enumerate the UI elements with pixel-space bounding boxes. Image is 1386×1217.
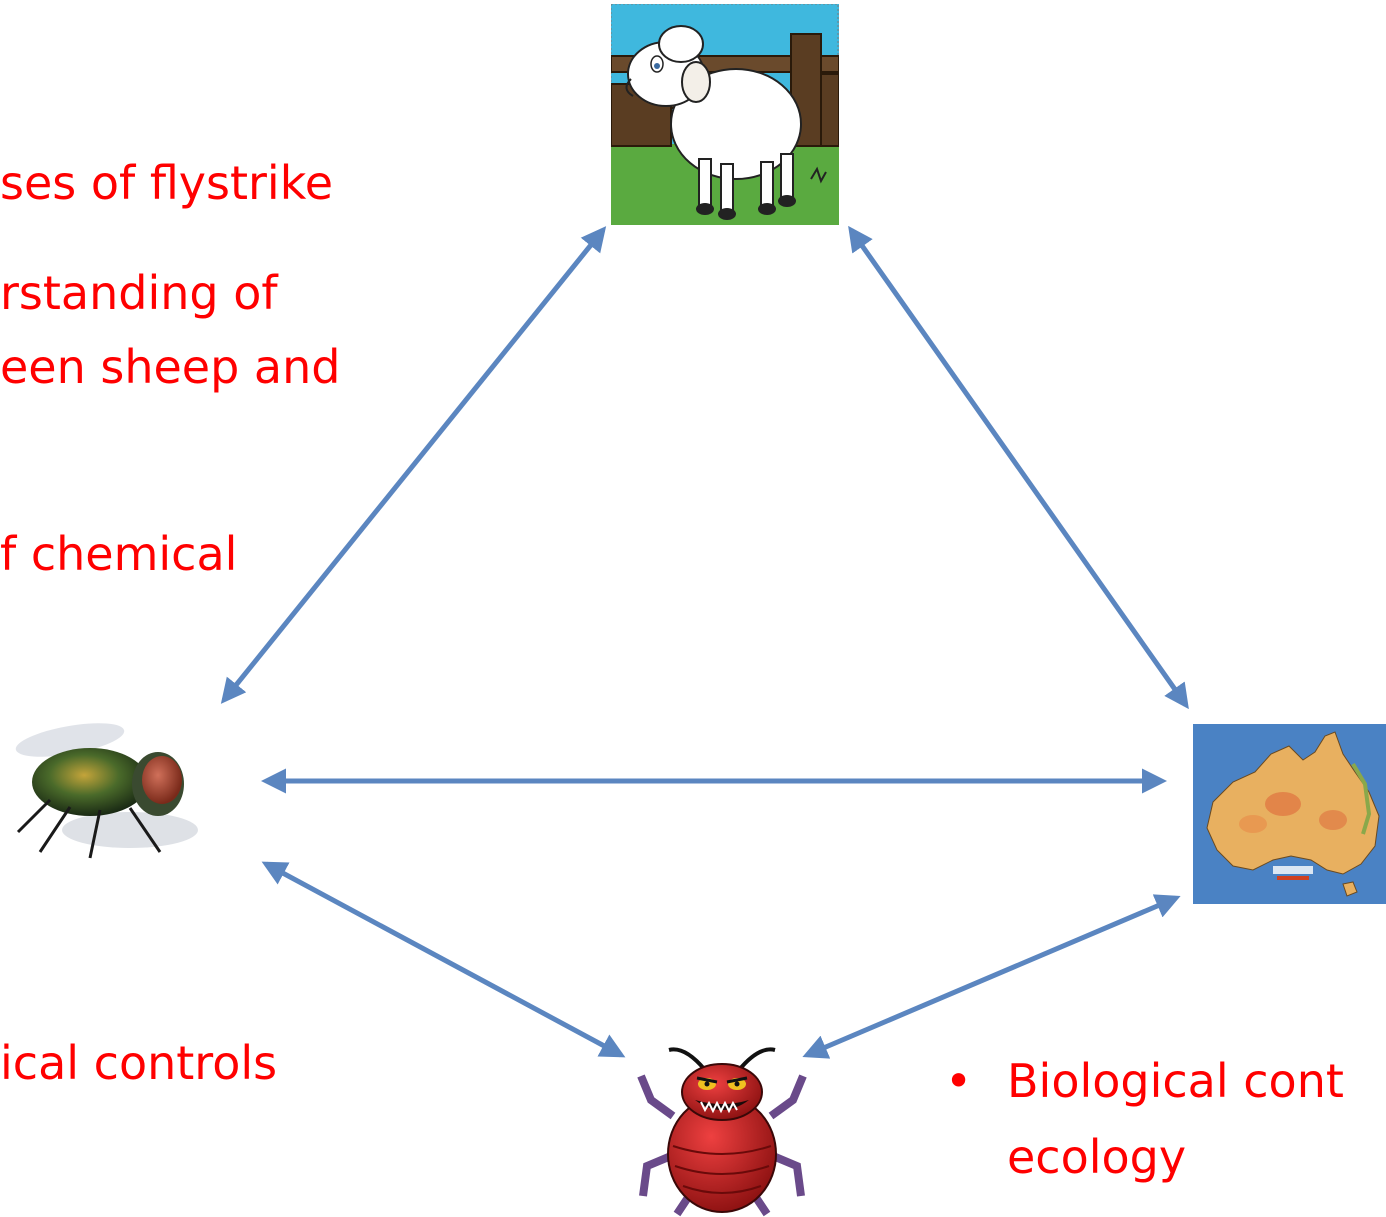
arrow-fly-bug — [261, 861, 626, 1058]
australia-map-image — [1193, 724, 1386, 904]
bullet-marker: • — [945, 1054, 973, 1108]
text-of-chemical: f chemical — [0, 527, 238, 581]
blowfly-image — [15, 723, 198, 859]
arrow-fly-sheep — [220, 226, 607, 704]
predator-bug-image — [637, 1047, 807, 1217]
bullet-line-biological-control: Biological cont — [1007, 1054, 1344, 1108]
text-biological-controls: ical controls — [0, 1036, 278, 1090]
bullet-line-ecology: ecology — [1007, 1130, 1187, 1184]
sheep-image — [611, 4, 839, 225]
arrow-map-bug — [802, 894, 1181, 1059]
arrow-sheep-map — [848, 225, 1189, 710]
text-causes-of-flystrike: ses of flystrike — [0, 156, 334, 210]
